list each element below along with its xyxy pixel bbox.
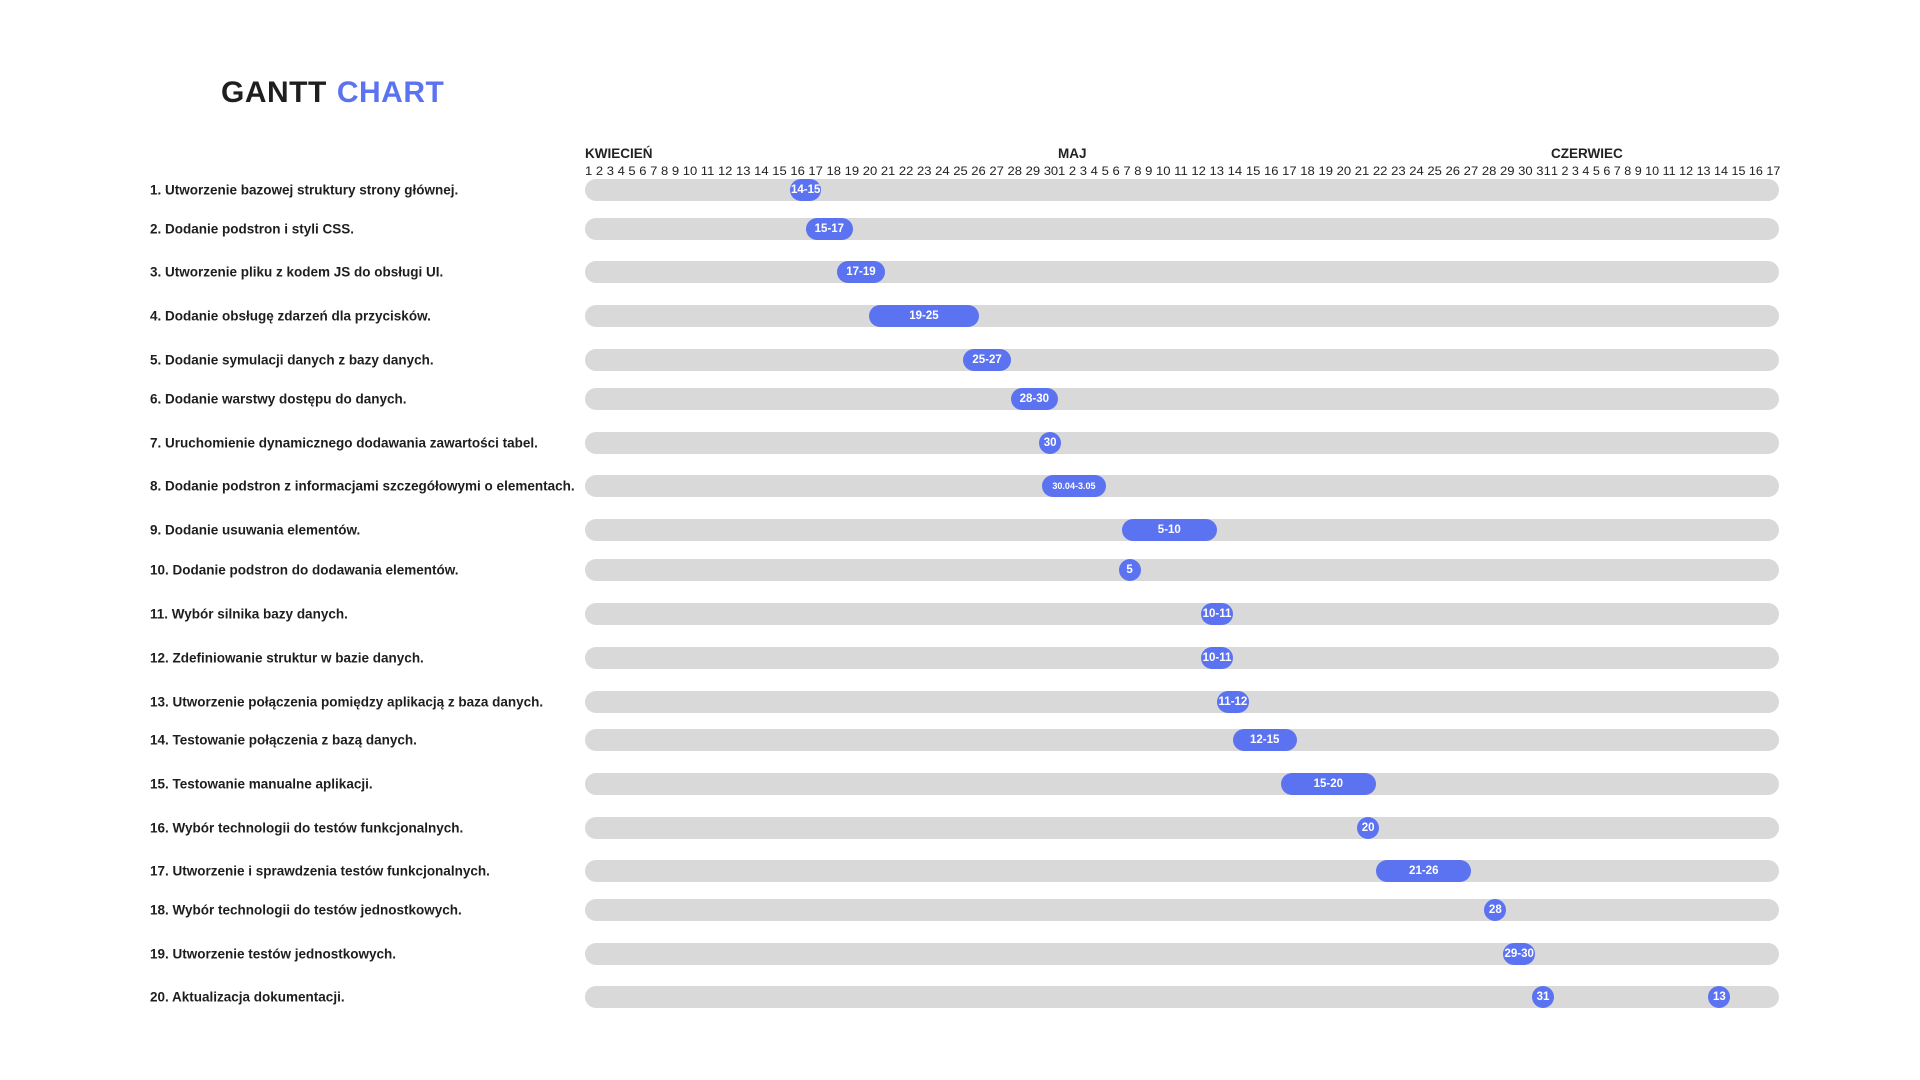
task-track bbox=[585, 179, 1779, 201]
task-bar: 10-11 bbox=[1201, 603, 1233, 625]
task-label: 11. Wybór silnika bazy danych. bbox=[150, 606, 348, 622]
task-label: 16. Wybór technologii do testów funkcjon… bbox=[150, 820, 464, 836]
task-label: 7. Uruchomienie dynamicznego dodawania z… bbox=[150, 435, 538, 451]
task-bar: 25-27 bbox=[963, 349, 1011, 371]
task-bar: 21-26 bbox=[1376, 860, 1472, 882]
task-label: 9. Dodanie usuwania elementów. bbox=[150, 522, 361, 538]
task-label: 6. Dodanie warstwy dostępu do danych. bbox=[150, 391, 407, 407]
title-word-chart: CHART bbox=[336, 76, 445, 109]
task-bar: 19-25 bbox=[868, 305, 980, 327]
task-track bbox=[585, 860, 1779, 882]
task-track bbox=[585, 647, 1779, 669]
task-bar: 28 bbox=[1484, 899, 1507, 921]
task-bar: 11-12 bbox=[1217, 691, 1249, 713]
task-label: 20. Aktualizacja dokumentacji. bbox=[150, 989, 345, 1005]
task-track bbox=[585, 729, 1779, 751]
day-scale-june: 1 2 3 4 5 6 7 8 9 10 11 12 13 14 15 16 1… bbox=[1551, 164, 1781, 178]
title-word-gantt: GANTT bbox=[221, 76, 327, 109]
task-bar: 20 bbox=[1357, 817, 1380, 839]
task-label: 4. Dodanie obsługę zdarzeń dla przyciskó… bbox=[150, 308, 431, 324]
task-bar: 5-10 bbox=[1121, 519, 1218, 541]
task-label: 1. Utworzenie bazowej struktury strony g… bbox=[150, 182, 459, 198]
task-track bbox=[585, 349, 1779, 371]
task-label: 5. Dodanie symulacji danych z bazy danyc… bbox=[150, 352, 434, 368]
task-label: 17. Utworzenie i sprawdzenia testów funk… bbox=[150, 863, 490, 879]
task-track bbox=[585, 432, 1779, 454]
task-bar: 15-20 bbox=[1280, 773, 1377, 795]
day-scale-may: 1 2 3 4 5 6 7 8 9 10 11 12 13 14 15 16 1… bbox=[1058, 164, 1551, 178]
task-bar: 12-15 bbox=[1232, 729, 1297, 751]
month-label-may: MAJ bbox=[1058, 146, 1087, 161]
task-track bbox=[585, 943, 1779, 965]
task-track bbox=[585, 773, 1779, 795]
month-label-april: KWIECIEŃ bbox=[585, 146, 653, 161]
task-bar: 31 bbox=[1532, 986, 1555, 1008]
task-bar: 30.04-3.05 bbox=[1042, 475, 1106, 497]
day-scale-april: 1 2 3 4 5 6 7 8 9 10 11 12 13 14 15 16 1… bbox=[585, 164, 1059, 178]
task-label: 19. Utworzenie testów jednostkowych. bbox=[150, 946, 397, 962]
task-bar: 14-15 bbox=[789, 179, 822, 201]
task-label: 13. Utworzenie połączenia pomiędzy aplik… bbox=[150, 694, 544, 710]
task-bar: 30 bbox=[1039, 432, 1062, 454]
task-track bbox=[585, 261, 1779, 283]
task-track bbox=[585, 388, 1779, 410]
task-label: 8. Dodanie podstron z informacjami szcze… bbox=[150, 478, 575, 494]
month-label-june: CZERWIEC bbox=[1551, 146, 1623, 161]
task-label: 12. Zdefiniowanie struktur w bazie danyc… bbox=[150, 650, 424, 666]
task-label: 18. Wybór technologii do testów jednostk… bbox=[150, 902, 462, 918]
task-track bbox=[585, 603, 1779, 625]
task-track bbox=[585, 691, 1779, 713]
task-label: 10. Dodanie podstron do dodawania elemen… bbox=[150, 562, 459, 578]
task-label: 14. Testowanie połączenia z bazą danych. bbox=[150, 732, 417, 748]
task-label: 15. Testowanie manualne aplikacji. bbox=[150, 776, 373, 792]
task-bar: 13 bbox=[1708, 986, 1731, 1008]
task-track bbox=[585, 559, 1779, 581]
task-track bbox=[585, 305, 1779, 327]
task-bar: 15-17 bbox=[805, 218, 854, 240]
task-bar: 5 bbox=[1118, 559, 1141, 581]
task-track bbox=[585, 817, 1779, 839]
task-label: 3. Utworzenie pliku z kodem JS do obsług… bbox=[150, 264, 444, 280]
task-track bbox=[585, 986, 1779, 1008]
task-track bbox=[585, 899, 1779, 921]
chart-title: GANTT CHART bbox=[221, 76, 444, 110]
task-bar: 17-19 bbox=[837, 261, 885, 283]
task-track bbox=[585, 218, 1779, 240]
task-bar: 10-11 bbox=[1201, 647, 1233, 669]
task-label: 2. Dodanie podstron i styli CSS. bbox=[150, 221, 355, 237]
task-bar: 29-30 bbox=[1503, 943, 1536, 965]
task-track bbox=[585, 475, 1779, 497]
task-bar: 28-30 bbox=[1010, 388, 1058, 410]
